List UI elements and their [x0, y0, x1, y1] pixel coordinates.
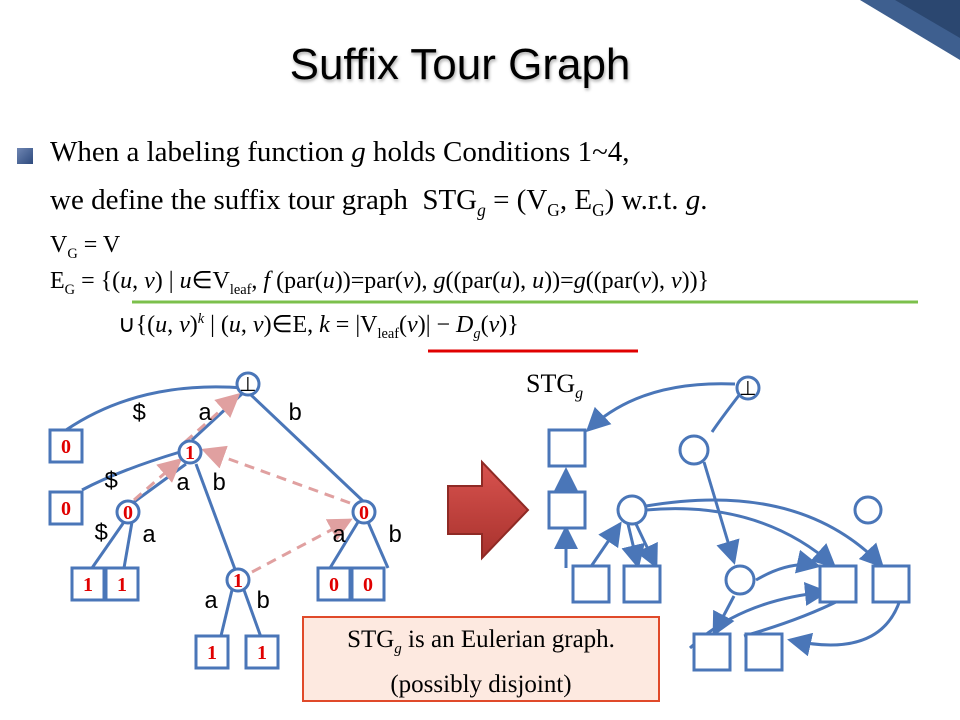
- transform-arrow-icon: [447, 459, 530, 561]
- node-value: 1: [83, 574, 93, 596]
- tree-edge: [122, 521, 134, 569]
- stg-node: [853, 495, 883, 525]
- text-line-4: EG = {(u, v) | u∈Vleaf, f (par(u))=par(v…: [50, 268, 710, 298]
- node-value: 1: [185, 442, 195, 464]
- node-values: 1 0 0 1 0 0 1 1 1 1 0 0: [61, 436, 373, 664]
- node-value: 1: [257, 642, 267, 664]
- leaf-node: [350, 566, 386, 602]
- node-value: 1: [233, 570, 243, 592]
- tree-edge: [65, 385, 245, 432]
- tree-edge: [81, 450, 181, 492]
- tree-edge: [218, 589, 234, 641]
- stg-leaf: [744, 632, 784, 672]
- left-tree-edges: [65, 385, 390, 641]
- stg-leaf: [692, 632, 732, 672]
- stg-leaf: [547, 428, 587, 468]
- edge-labels: $ a b $ a b $ a a b a b: [94, 401, 402, 616]
- leaf-node: [244, 634, 280, 670]
- tree-edge: [328, 521, 360, 569]
- dashed-arrow: [201, 445, 351, 505]
- tree-node: [351, 499, 377, 525]
- tree-edge: [242, 589, 264, 641]
- node-value: 1: [207, 642, 217, 664]
- dashed-suffix-links: [133, 393, 353, 574]
- leaf-node: [70, 566, 106, 602]
- text-line-5: ∪{(u, v)k | (u, v)∈E, k = |Vleaf(v)| − D…: [118, 311, 519, 342]
- node-value: 0: [61, 498, 71, 520]
- slide-title: Suffix Tour Graph: [289, 40, 631, 89]
- root-symbol-left: ⊥: [239, 372, 256, 396]
- node-value: 0: [359, 502, 369, 524]
- left-tree-nodes: [48, 371, 386, 670]
- leaf-node: [194, 634, 230, 670]
- tree-edge: [366, 521, 390, 569]
- dashed-arrow: [251, 518, 353, 574]
- stg-leaf: [547, 490, 587, 530]
- corner-decoration: [860, 0, 960, 60]
- stg-edge: [634, 523, 658, 569]
- stg-edge: [712, 595, 736, 637]
- stg-nodes: [547, 375, 911, 672]
- edge-label: $: [104, 469, 118, 496]
- stg-node: [678, 434, 710, 466]
- callout-line-2: (possibly disjoint): [390, 671, 572, 698]
- edge-label: b: [212, 471, 226, 498]
- root-node: [235, 371, 261, 397]
- node-value: 1: [117, 574, 127, 596]
- edge-label: a: [332, 523, 346, 550]
- stg-edge: [585, 382, 736, 433]
- eulerian-callout: STGg is an Eulerian graph. (possibly dis…: [302, 616, 660, 702]
- edge-label: a: [142, 523, 156, 550]
- stg-leaf: [571, 564, 611, 604]
- edge-label: $: [94, 521, 108, 548]
- stg-leaf: [818, 564, 858, 604]
- leaf-node: [48, 490, 84, 526]
- text-line-3: VG = V: [50, 232, 121, 262]
- leaf-node: [316, 566, 352, 602]
- stg-root-node: [735, 375, 761, 401]
- text-line-2: we define the suffix tour graph STGg = (…: [50, 184, 708, 220]
- node-value: 0: [329, 574, 339, 596]
- stg-edge: [588, 521, 622, 569]
- stg-edge: [710, 393, 742, 433]
- stg-edge: [787, 599, 902, 657]
- edge-label: b: [388, 523, 402, 550]
- edge-label: a: [198, 401, 212, 428]
- stg-node: [616, 494, 648, 526]
- root-symbol-right: ⊥: [739, 376, 756, 400]
- stg-label: STGg: [526, 369, 583, 402]
- stg-node: [724, 564, 756, 596]
- text-line-1: When a labeling function g holds Conditi…: [50, 136, 630, 168]
- node-value: 0: [61, 436, 71, 458]
- bullet-icon: [17, 148, 33, 164]
- stg-edges: [554, 382, 902, 657]
- dashed-arrow: [184, 393, 241, 444]
- stg-edge: [621, 523, 645, 569]
- edge-label: a: [204, 589, 218, 616]
- stg-edge: [755, 549, 821, 582]
- edge-label: b: [256, 589, 270, 616]
- leaf-node: [48, 428, 84, 464]
- stg-edge: [645, 498, 885, 569]
- tree-node: [177, 439, 203, 465]
- stg-leaf: [871, 564, 911, 604]
- stg-leaf: [622, 564, 662, 604]
- edge-label: $: [132, 401, 146, 428]
- tree-node: [225, 567, 251, 593]
- tree-edge: [90, 521, 126, 569]
- tree-edge: [248, 392, 366, 504]
- tree-edge: [194, 463, 238, 573]
- edge-label: a: [176, 471, 190, 498]
- leaf-node: [104, 566, 140, 602]
- stg-edge: [645, 507, 837, 568]
- node-value: 0: [363, 574, 373, 596]
- tree-node: [115, 499, 141, 525]
- node-value: 0: [123, 502, 133, 524]
- stg-edge: [702, 461, 740, 565]
- edge-label: b: [288, 401, 302, 428]
- callout-line-1: STGg is an Eulerian graph.: [347, 626, 615, 657]
